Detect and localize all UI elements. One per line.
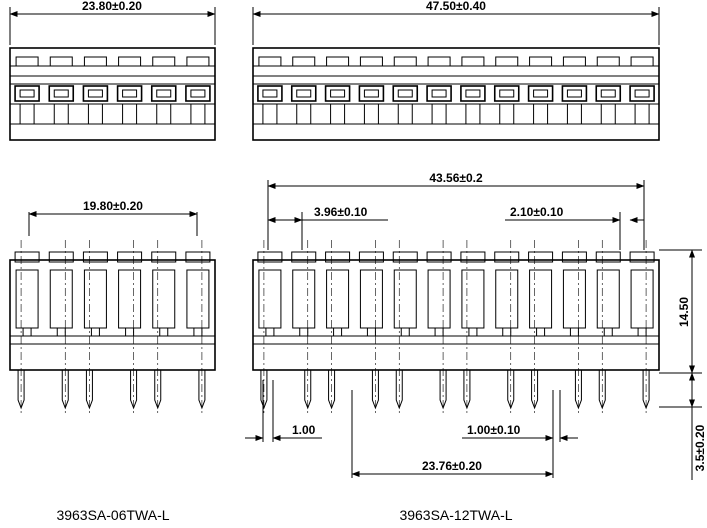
front-pin-cell bbox=[14, 240, 40, 414]
top-pin-cell bbox=[493, 56, 520, 124]
part-number-06: 3963SA-06TWA-L bbox=[56, 507, 169, 523]
pitch-span-dim: 19.80±0.20 bbox=[83, 199, 143, 213]
top-pin-cell bbox=[324, 56, 351, 124]
front-pin-cell bbox=[561, 240, 587, 414]
pin-span-dim: 23.76±0.20 bbox=[422, 459, 482, 473]
front-pin-cell bbox=[185, 240, 211, 414]
overall-width-dim: 43.56±0.2 bbox=[429, 171, 483, 185]
front-pin-cell bbox=[291, 240, 317, 414]
top-pin-cell bbox=[426, 56, 452, 124]
top-pin-cell bbox=[561, 56, 588, 124]
front-pin-cell bbox=[392, 240, 418, 414]
front-pin-cell bbox=[528, 240, 554, 414]
top-pin-cell bbox=[82, 56, 109, 124]
top-pin-cell bbox=[629, 56, 655, 124]
top-pin-cell bbox=[595, 56, 622, 124]
top-view-6pin: 23.80±0.20 bbox=[9, 0, 216, 141]
front-pin-cell bbox=[595, 240, 621, 414]
pin-length-dim: 3.5±0.20 bbox=[693, 424, 707, 471]
front-view-12pin: 43.56±0.2 3.96±0.10 2.10±0.10 14.50 3.5±… bbox=[245, 171, 707, 523]
pin-width-dim: 1.00 bbox=[292, 423, 316, 437]
top-pin-cell bbox=[14, 56, 40, 124]
pin-width2-dim: 1.00±0.10 bbox=[467, 423, 521, 437]
front-pin-cell bbox=[325, 240, 351, 414]
top-view-12pin: 47.50±0.40 bbox=[252, 0, 660, 141]
top-pin-cell bbox=[460, 56, 486, 124]
front-pin-cell bbox=[629, 240, 655, 414]
front-pin-cell bbox=[358, 240, 384, 414]
top-pin-cell bbox=[257, 56, 283, 124]
top-pin-cell bbox=[185, 56, 211, 124]
top-pin-cell bbox=[527, 56, 554, 124]
front-pin-cell bbox=[460, 240, 486, 414]
front-pin-cell bbox=[426, 240, 452, 414]
pitch2-dim: 2.10±0.10 bbox=[510, 205, 564, 219]
top-pin-cell bbox=[358, 56, 385, 124]
front-pin-cell bbox=[82, 240, 108, 414]
front-view-6pin: 19.80±0.20 3963SA-06TWA-L bbox=[9, 199, 216, 523]
pitch-dim: 3.96±0.10 bbox=[314, 205, 368, 219]
part-number-12: 3963SA-12TWA-L bbox=[399, 507, 512, 523]
front-pin-cell bbox=[151, 240, 177, 414]
top-pin-cell bbox=[48, 56, 75, 124]
front-pin-cell bbox=[257, 240, 283, 414]
height-dim: 14.50 bbox=[677, 297, 691, 327]
top-pin-cell bbox=[150, 56, 177, 124]
front-pin-cell bbox=[117, 240, 143, 414]
top-right-width-dim: 47.50±0.40 bbox=[426, 0, 486, 13]
front-pin-cell bbox=[48, 240, 74, 414]
top-pin-cell bbox=[116, 56, 143, 124]
top-pin-cell bbox=[290, 56, 317, 124]
front-pin-cell bbox=[494, 240, 520, 414]
top-pin-cell bbox=[392, 56, 419, 124]
top-left-width-dim: 23.80±0.20 bbox=[82, 0, 142, 13]
